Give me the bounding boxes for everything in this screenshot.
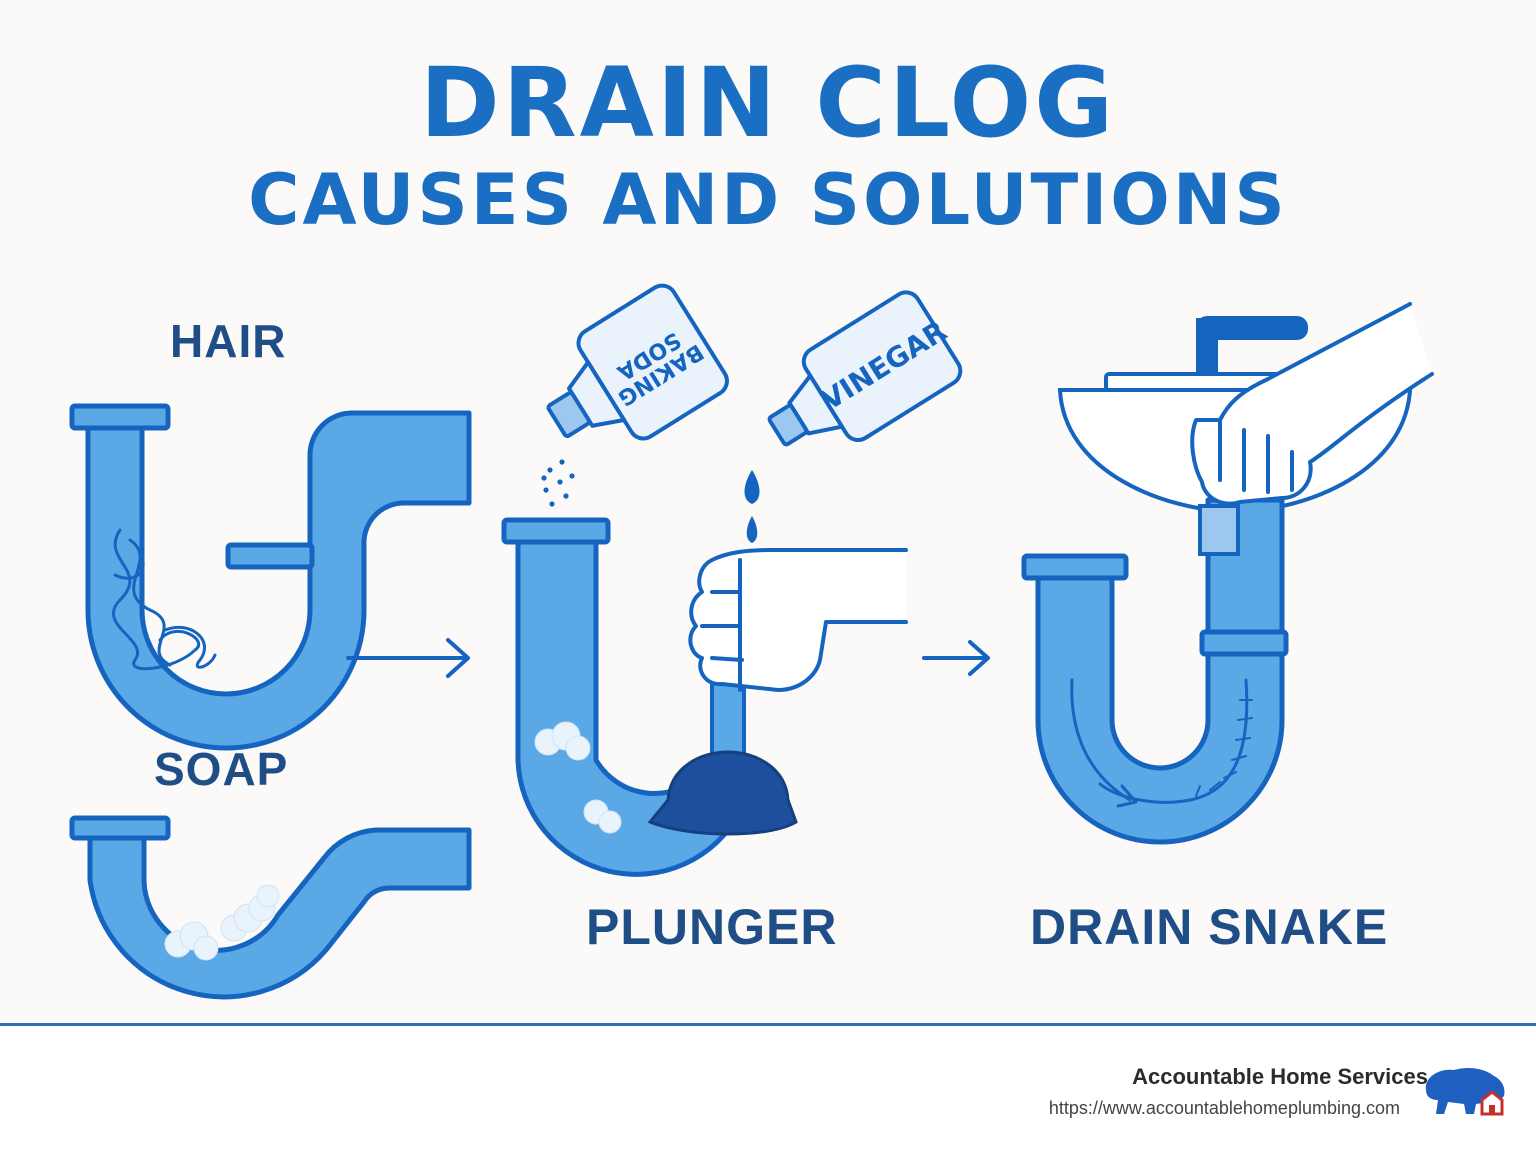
hand-icon [688, 548, 908, 692]
hand-icon [1190, 302, 1434, 506]
company-url[interactable]: https://www.accountablehomeplumbing.com [1048, 1098, 1400, 1118]
arrow-right-icon [922, 640, 990, 676]
illustration: .pipe { fill: #5aa8e6; stroke: #1565c0; … [69, 283, 1434, 1000]
plunger-label: PLUNGER [586, 899, 838, 955]
drain-snake-label: DRAIN SNAKE [1030, 899, 1389, 955]
company-name: Accountable Home Services [1132, 1064, 1428, 1089]
soap-label: SOAP [154, 743, 289, 795]
bottle-icon: VINEGAR [767, 290, 963, 447]
bottle-icon: BAKING SODA [546, 283, 729, 441]
baking-soda-powder [541, 459, 575, 507]
hair-label: HAIR [170, 315, 287, 367]
plunger-icon [647, 670, 798, 836]
hair-clogged-pipe [69, 403, 472, 751]
soap-clogged-pipe [69, 815, 472, 1000]
drain-snake-pipe [1021, 497, 1289, 845]
footer-divider [0, 1023, 1536, 1026]
footer [0, 1026, 1536, 1154]
hair-clump-icon [111, 528, 217, 671]
bison-logo-icon [1425, 1068, 1505, 1116]
title-line-1: DRAIN CLOG [420, 47, 1116, 159]
title-line-2: CAUSES AND SOLUTIONS [248, 159, 1288, 241]
soap-bubbles-icon [164, 884, 280, 961]
arrow-right-icon [346, 638, 470, 678]
vinegar-drops [744, 470, 760, 543]
drain-snake-icon [1070, 678, 1253, 808]
